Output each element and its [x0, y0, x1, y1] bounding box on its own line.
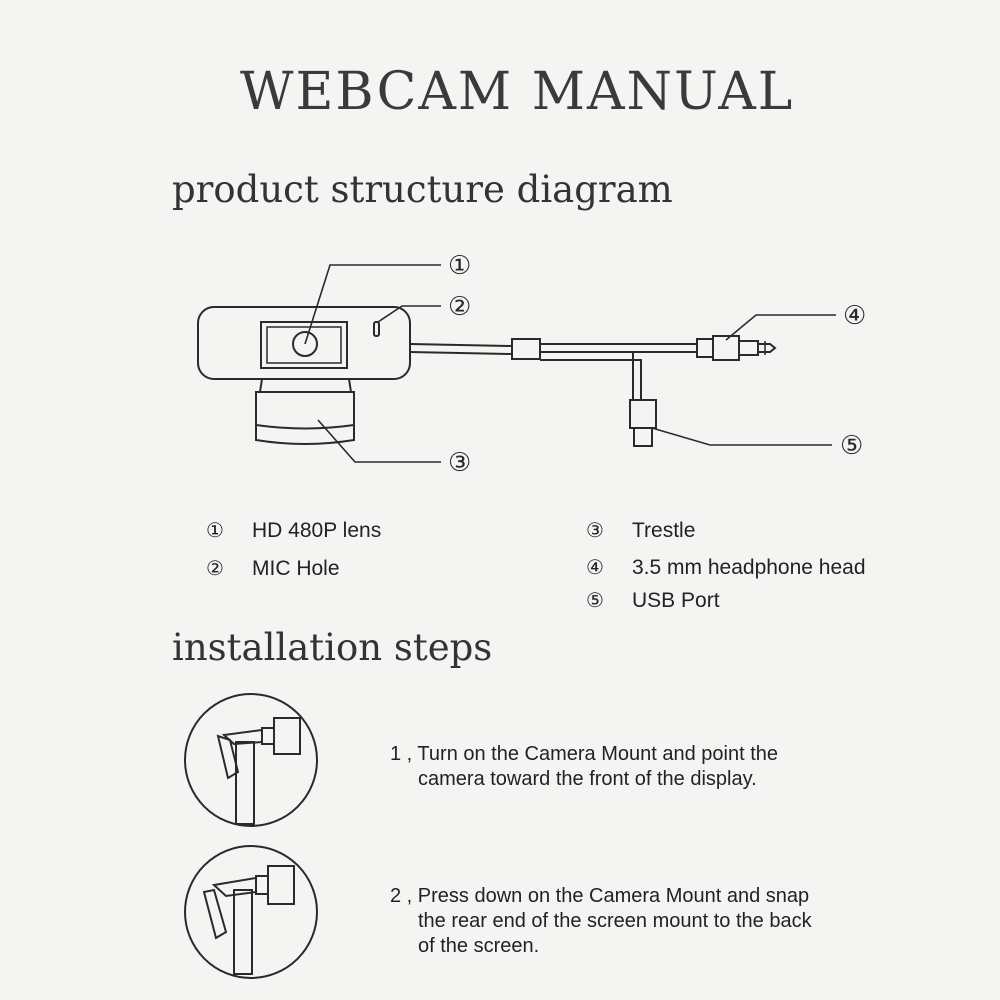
legend-label: HD 480P lens	[252, 519, 382, 542]
cable	[409, 343, 513, 355]
callout-4: ④	[843, 301, 866, 331]
step-line: of the screen.	[418, 935, 540, 957]
legend-label: Trestle	[632, 519, 696, 542]
step-line: 2 , Press down on the Camera Mount and s…	[390, 885, 810, 907]
lens-frame	[260, 321, 348, 369]
callout-3: ③	[448, 448, 471, 478]
headphone-jack	[696, 338, 714, 358]
install-heading: installation steps	[172, 626, 493, 669]
step-line: 1 , Turn on the Camera Mount and point t…	[390, 743, 779, 765]
step-2-text: 2 , Press down on the Camera Mount and s…	[390, 884, 812, 959]
step-1-illustration	[184, 693, 318, 827]
trestle	[255, 391, 355, 445]
lens	[292, 331, 318, 357]
usb-plug	[629, 399, 657, 429]
step-line: camera toward the front of the display.	[418, 768, 757, 790]
page-title: WEBCAM MANUAL	[240, 62, 795, 122]
callout-5: ⑤	[840, 431, 863, 461]
callout-2: ②	[448, 292, 471, 322]
structure-heading: product structure diagram	[172, 168, 673, 211]
camera-body	[197, 306, 411, 380]
callout-1: ①	[448, 251, 471, 281]
legend-label: MIC Hole	[252, 557, 340, 580]
step-1-text: 1 , Turn on the Camera Mount and point t…	[390, 742, 778, 792]
step-2-illustration	[184, 845, 318, 979]
step-line: the rear end of the screen mount to the …	[418, 910, 812, 932]
mic-hole	[373, 321, 380, 337]
legend-label: USB Port	[632, 589, 720, 612]
legend-label: 3.5 mm headphone head	[632, 556, 866, 579]
